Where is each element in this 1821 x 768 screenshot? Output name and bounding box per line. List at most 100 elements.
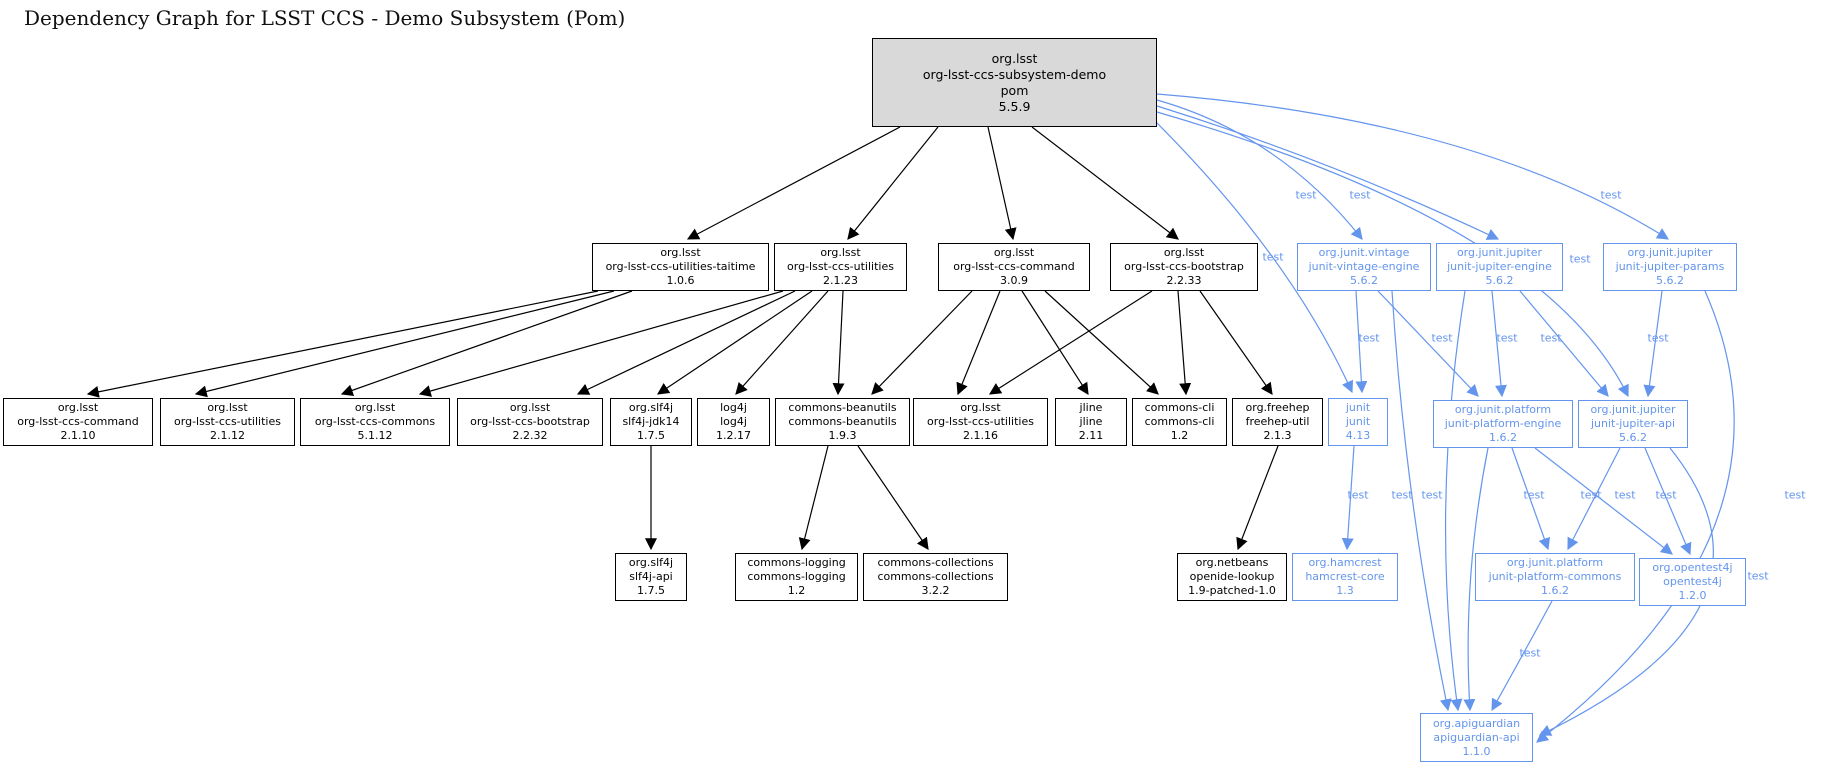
node-text-line: org.lsst <box>993 246 1035 259</box>
edge-scope-label: test <box>1647 331 1669 345</box>
node-text-line: commons-beanutils <box>788 401 897 414</box>
node-text-line: 1.3 <box>1336 584 1354 597</box>
edge-scope-label: test <box>1600 188 1622 202</box>
node-text-line: 1.2.17 <box>716 429 751 442</box>
node-text-line: 1.0.6 <box>666 274 695 287</box>
edge-scope-label: test <box>1496 331 1518 345</box>
node-text-line: org-lsst-ccs-subsystem-demo <box>922 66 1107 82</box>
node-text-line: org.freehep <box>1245 401 1310 414</box>
node-text-line: org.netbeans <box>1195 556 1269 569</box>
edge-scope-label: test <box>1523 488 1545 502</box>
node-text-line: org.slf4j <box>628 401 674 414</box>
node-text-line: 1.7.5 <box>637 429 665 442</box>
edge-scope-label: test <box>1295 188 1317 202</box>
edge-beanutils-to-clogging <box>798 445 829 551</box>
edge-japi-to-opentest <box>1644 447 1692 556</box>
node-text-line: 5.1.12 <box>357 429 393 442</box>
node-text-line: org-lsst-ccs-bootstrap <box>470 415 590 428</box>
edge-pengine-to-pcommons <box>1511 447 1551 551</box>
node-text-line: org-lsst-ccs-utilities <box>927 415 1034 428</box>
edge-scope-label: test <box>1580 488 1602 502</box>
edge-pengine-to-opentest <box>1534 447 1673 555</box>
edge-scope-label: test <box>1747 569 1769 583</box>
edge-command309-to-utilities2116 <box>956 290 1001 396</box>
node-text-line: junit-jupiter-engine <box>1447 260 1552 273</box>
node-text-line: 2.2.32 <box>512 429 548 442</box>
edge-scope-label: test <box>1431 331 1453 345</box>
edge-root-to-bootstrap233 <box>1031 126 1179 240</box>
node-text-line: 2.2.33 <box>1166 274 1202 287</box>
node-text-line: commons-collections <box>877 556 994 569</box>
edge-command309-to-beanutils <box>871 290 973 395</box>
node-text-line: org-lsst-ccs-utilities <box>787 260 894 273</box>
node-text-line: org.lsst <box>57 401 99 414</box>
edge-utilities23-to-bootstrap2232 <box>576 290 796 395</box>
edge-bootstrap233-to-freehep <box>1199 290 1273 395</box>
node-text-line: junit-platform-engine <box>1444 417 1562 430</box>
node-text-line: commons-cli <box>1144 401 1215 414</box>
edge-scope-label: test <box>1784 488 1806 502</box>
node-text-line: org.lsst <box>1163 246 1205 259</box>
edge-root-to-jparams <box>1156 93 1670 240</box>
edge-root-to-vintage <box>1156 99 1363 240</box>
node-text-line: junit-vintage-engine <box>1308 260 1420 273</box>
node-text-line: org.lsst <box>991 50 1038 66</box>
node-text-line: 2.1.3 <box>1263 429 1292 442</box>
edge-scope-label: test <box>1421 488 1443 502</box>
node-text-line: 1.9-patched-1.0 <box>1188 584 1276 597</box>
node-text-line: commons-logging <box>747 556 846 569</box>
node-text-line: org.junit.jupiter <box>1627 246 1713 259</box>
node-text-line: 5.6.2 <box>1656 274 1684 287</box>
edge-jparams-to-japi <box>1643 290 1663 398</box>
node-text-line: junit-jupiter-params <box>1615 260 1725 273</box>
node-text-line: 2.1.10 <box>60 429 96 442</box>
edge-scope-label: test <box>1540 331 1562 345</box>
node-text-line: org-lsst-ccs-bootstrap <box>1124 260 1244 273</box>
node-text-line: 1.7.5 <box>637 584 665 597</box>
node-text-line: org-lsst-ccs-command <box>17 415 139 428</box>
edge-jengine-to-apiguardian <box>1444 290 1466 712</box>
node-text-line: 1.6.2 <box>1541 584 1569 597</box>
node-text-line: apiguardian-api <box>1433 730 1520 744</box>
node-text-line: org.lsst <box>354 401 396 414</box>
node-text-line: 2.11 <box>1078 429 1104 442</box>
node-text-line: org.junit.platform <box>1506 556 1604 569</box>
edge-utilities23-to-jdk14 <box>657 290 813 395</box>
node-text-line: org.junit.vintage <box>1318 246 1410 259</box>
node-text-line: slf4j-jdk14 <box>622 415 680 428</box>
edge-pengine-to-apiguardian <box>1463 447 1489 712</box>
edge-jengine-to-japi <box>1519 290 1609 397</box>
edge-vintage-to-apiguardian <box>1391 290 1452 712</box>
node-text-line: 1.1.0 <box>1462 744 1491 758</box>
edge-utilities23-to-commons5112 <box>418 290 784 397</box>
node-text-line: junit <box>1345 415 1371 428</box>
node-text-line: org-lsst-ccs-utilities-taitime <box>605 260 756 273</box>
edge-command309-to-jline <box>1021 290 1089 396</box>
node-text-line: org.hamcrest <box>1308 556 1382 569</box>
node-text-line: freehep-util <box>1245 415 1310 428</box>
edge-scope-label: test <box>1569 252 1591 266</box>
edge-root-to-japi <box>1156 111 1629 398</box>
edge-root-to-jengine <box>1156 105 1500 240</box>
